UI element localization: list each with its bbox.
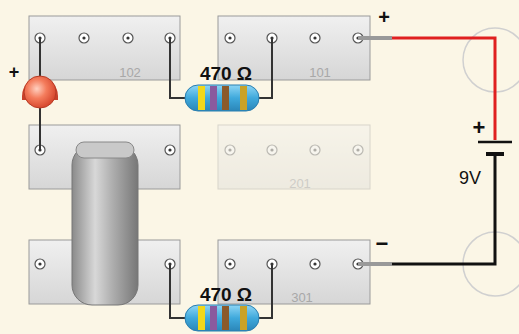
strip-number: 102 (119, 65, 141, 80)
battery-symbol (478, 141, 512, 144)
resistor-symbol (185, 305, 259, 331)
wire (358, 36, 392, 40)
metal-clip (72, 142, 138, 305)
polarity-mark: − (376, 233, 389, 255)
terminal-strip (29, 16, 180, 80)
led (22, 76, 58, 108)
wire (358, 262, 392, 266)
resistor-lead (258, 264, 272, 318)
strip-hole (123, 33, 133, 43)
polarity-mark: + (378, 7, 390, 27)
terminal-strips (29, 16, 370, 304)
polarity-mark: + (9, 63, 20, 81)
strip-hole (310, 33, 320, 43)
polarity-mark: + (473, 117, 486, 139)
led-lead (39, 108, 41, 150)
led-lead (39, 38, 41, 78)
battery-voltage: 9V (459, 169, 481, 187)
resistor-lead (170, 264, 186, 318)
strip-hole (79, 33, 89, 43)
strip-hole (225, 145, 235, 155)
resistor-value: 470 Ω (200, 64, 252, 83)
terminal-strip: 102 (29, 16, 180, 80)
strip-hole (353, 145, 363, 155)
strip-hole (225, 259, 235, 269)
strip-number: 101 (309, 65, 331, 80)
strip-hole (267, 145, 277, 155)
resistor-lead (258, 38, 272, 98)
strip-number: 301 (291, 290, 313, 305)
strip-hole (310, 145, 320, 155)
red-wire (392, 38, 495, 140)
resistor-lead (170, 38, 186, 98)
battery-symbol (486, 152, 504, 156)
resistor-value: 470 Ω (200, 285, 252, 304)
strip-hole (225, 33, 235, 43)
resistor-symbol (185, 85, 259, 111)
strip-hole (310, 259, 320, 269)
strip-number: 201 (289, 176, 311, 191)
strip-hole (35, 259, 45, 269)
strip-hole (165, 145, 175, 155)
terminal-strip: 201 (218, 125, 370, 189)
black-wire (392, 156, 495, 264)
